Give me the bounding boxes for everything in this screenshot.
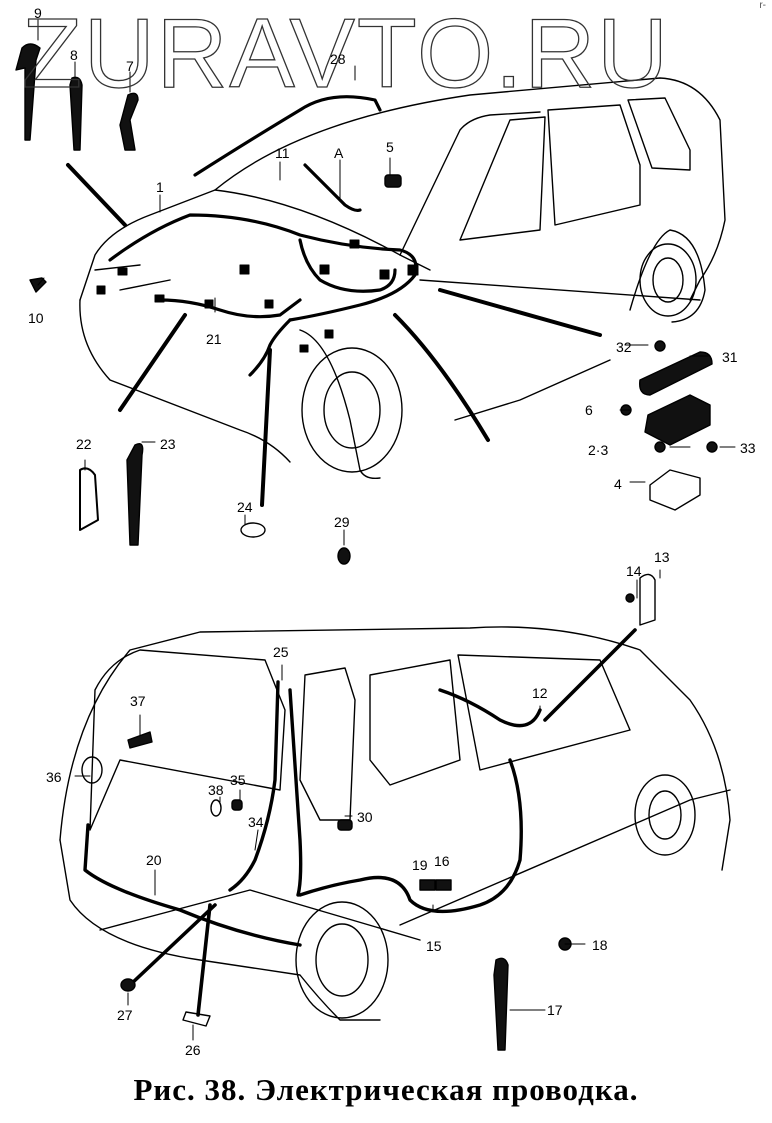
part-label-15: 15 [426, 938, 442, 954]
part-label-31: 31 [722, 349, 738, 365]
part-label-33: 33 [740, 440, 756, 456]
part-label-2-3: 2·3 [588, 442, 609, 458]
rear-leader-lines [128, 628, 637, 1017]
part-label-21: 21 [206, 331, 222, 347]
part-label-32: 32 [616, 339, 632, 355]
rear-car-body [59, 626, 731, 1021]
part-label-25: 25 [273, 644, 289, 660]
part-label-30: 30 [357, 809, 373, 825]
part-label-36: 36 [46, 769, 62, 785]
part-label-5: 5 [386, 139, 394, 155]
part-label-29: 29 [334, 514, 350, 530]
part-label-16: 16 [434, 853, 450, 869]
front-connectors [96, 239, 419, 353]
label-leaders [37, 19, 736, 1041]
part-label-28: 28 [330, 51, 346, 67]
part-label-9: 9 [34, 5, 42, 21]
rear-small-parts [81, 573, 656, 1051]
parts-22-23-24-29 [79, 443, 351, 565]
part-label-26: 26 [185, 1042, 201, 1058]
front-leader-lines [66, 163, 602, 507]
part-label-19: 19 [412, 857, 428, 873]
part-label-8: 8 [70, 47, 78, 63]
part-label-11: 11 [275, 145, 290, 161]
part-label-7: 7 [126, 58, 134, 74]
part-label-18: 18 [592, 937, 608, 953]
part-label-20: 20 [146, 852, 162, 868]
part-label-34: 34 [248, 814, 264, 830]
part-label-35: 35 [230, 772, 246, 788]
part-label-27: 27 [117, 1007, 133, 1023]
part-label-12: 12 [532, 685, 548, 701]
part-label-1: 1 [156, 179, 164, 195]
rear-wiring-harness [83, 680, 542, 947]
part-label-10: 10 [28, 310, 44, 326]
part-label-4: 4 [614, 476, 622, 492]
part-label-13: 13 [654, 549, 670, 565]
part-label-23: 23 [160, 436, 176, 452]
part-label-A: A [334, 145, 344, 161]
front-wiring-harness [108, 95, 418, 377]
part-label-14: 14 [626, 563, 642, 579]
part-label-6: 6 [585, 402, 593, 418]
part-label-24: 24 [237, 499, 253, 515]
watermark: ZURAVTO.RU [21, 0, 670, 108]
part-label-38: 38 [208, 782, 224, 798]
part-label-17: 17 [547, 1002, 563, 1018]
part-label-37: 37 [130, 693, 146, 709]
figure-caption: Рис. 38. Электрическая проводка. [133, 1072, 639, 1107]
front-car-body [79, 77, 726, 480]
relay-box-parts [384, 174, 718, 511]
corner-mark: r- [759, 0, 766, 11]
part-label-22: 22 [76, 436, 92, 452]
